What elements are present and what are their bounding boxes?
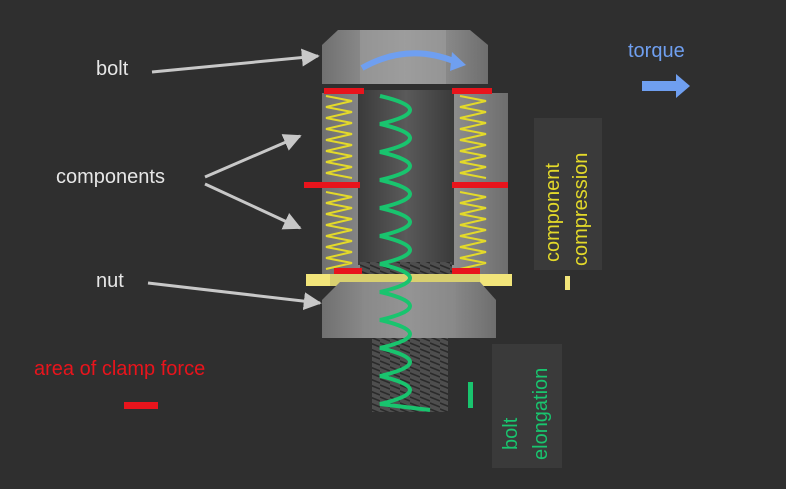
component-compression-label-line1: component — [542, 163, 564, 262]
clamp-force-areas — [304, 88, 508, 274]
bolt-label: bolt — [96, 58, 129, 80]
bolt-head — [322, 30, 488, 84]
torque-label: torque — [628, 40, 685, 62]
compression-indicator — [565, 276, 570, 290]
rotation-arrow-icon — [360, 50, 458, 71]
component-springs — [325, 95, 487, 270]
nut-label: nut — [96, 270, 124, 292]
clamp-force-label: area of clamp force — [34, 358, 206, 380]
bolt-leader-arrow — [151, 48, 320, 74]
bolt-shaft — [358, 90, 454, 265]
components-leader-arrow-upper — [204, 134, 302, 179]
nut-leader-arrow — [147, 281, 322, 311]
elongation-indicator — [468, 382, 473, 408]
component-compression-label-line2: compression — [570, 152, 592, 266]
components-leader-arrow-lower — [204, 182, 302, 230]
right-arrow-icon — [642, 74, 690, 98]
bolt-elongation-label-line1: bolt — [500, 417, 522, 450]
components-label: components — [56, 166, 165, 188]
clamp-legend-swatch — [124, 402, 158, 409]
compression-label-panel — [534, 118, 602, 270]
bolt-spring — [379, 94, 431, 412]
bolt-elongation-label-line2: elongation — [530, 367, 552, 460]
elongation-label-panel — [492, 344, 562, 468]
